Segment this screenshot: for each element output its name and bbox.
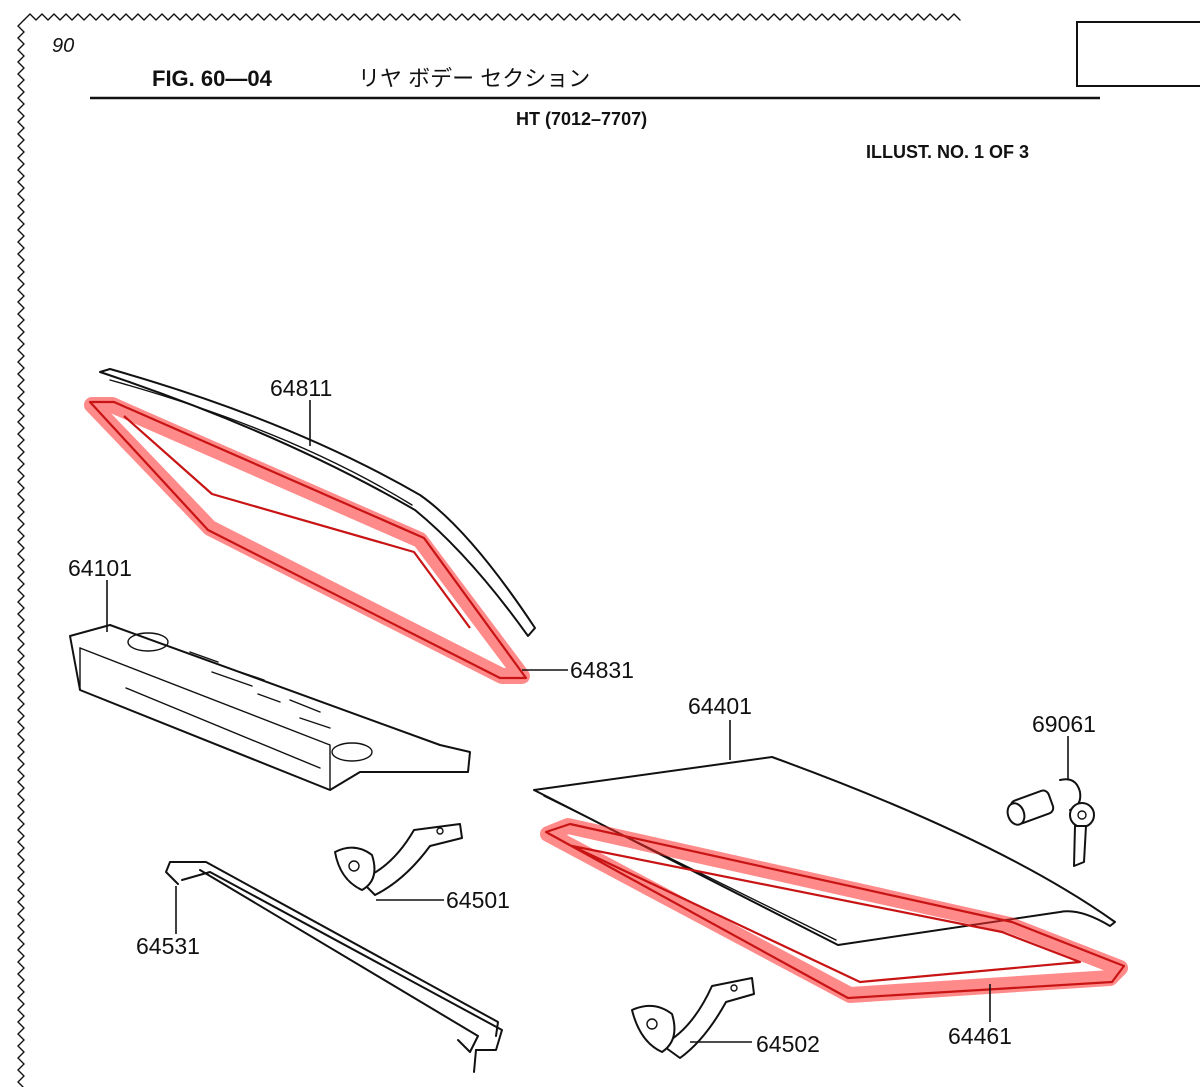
part-64401-luggage-door xyxy=(533,756,1116,946)
part-64811-rear-window-glass xyxy=(99,368,536,637)
header-box xyxy=(1076,21,1200,87)
part-label-64811: 64811 xyxy=(270,375,332,401)
illust-number: ILLUST. NO. 1 OF 3 xyxy=(866,142,1029,162)
part-label-64531: 64531 xyxy=(136,933,200,959)
part-label-64502: 64502 xyxy=(756,1031,820,1057)
part-64461-door-weatherstrip xyxy=(540,818,1128,1003)
part-64531-torsion-bar xyxy=(165,861,503,1073)
part-label-64501: 64501 xyxy=(446,887,510,913)
part-64101-package-tray-panel xyxy=(69,624,471,791)
model-range: HT (7012–7707) xyxy=(516,109,647,129)
part-69061-lock-cylinder xyxy=(1006,778,1095,867)
part-label-69061: 69061 xyxy=(1032,711,1096,737)
part-64831-weatherstrip xyxy=(84,397,530,684)
part-64502-hinge xyxy=(631,977,755,1059)
section-title-jp: リヤ ボデー セクション xyxy=(358,66,590,91)
part-64501-hinge xyxy=(334,823,463,896)
page-border-left xyxy=(17,19,25,1087)
part-label-64401: 64401 xyxy=(688,693,752,719)
page-number: 90 xyxy=(52,35,74,57)
figure-title: FIG. 60—04 xyxy=(152,66,273,91)
page-border-top xyxy=(23,13,961,21)
part-label-64461: 64461 xyxy=(948,1023,1012,1049)
part-label-64101: 64101 xyxy=(68,555,132,581)
part-label-64831: 64831 xyxy=(570,657,634,683)
